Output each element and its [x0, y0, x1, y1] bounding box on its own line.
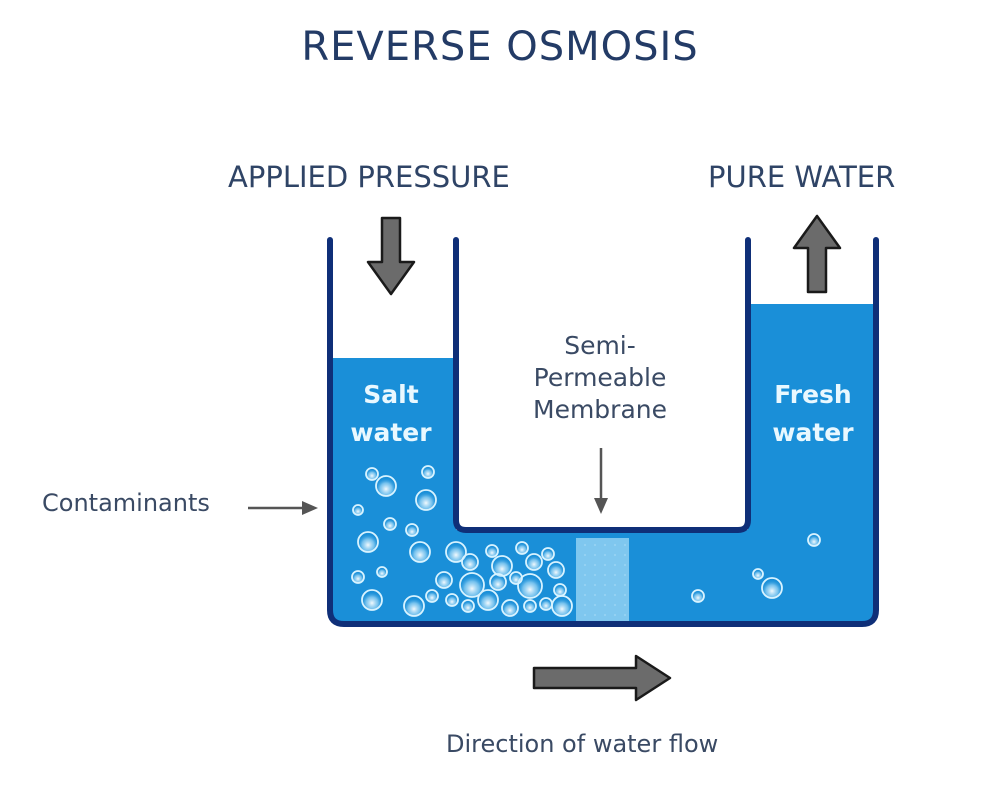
bubble: [547, 561, 565, 579]
membrane-label: Semi- Permeable Membrane: [510, 330, 690, 426]
bubble: [409, 541, 431, 563]
fresh-water-label-line2: water: [772, 418, 854, 447]
bubble: [691, 589, 705, 603]
bubble: [352, 504, 364, 516]
bubble: [459, 572, 485, 598]
bubble: [807, 533, 821, 547]
fresh-water-label-line1: Fresh: [774, 380, 852, 409]
bubble: [553, 583, 567, 597]
bubble: [405, 523, 419, 537]
fresh-water-label: Fresh water: [752, 376, 874, 452]
bubble: [491, 555, 513, 577]
bubble: [509, 571, 523, 585]
membrane-label-line2: Permeable: [533, 363, 667, 392]
contaminants-label: Contaminants: [42, 489, 210, 517]
semi-permeable-membrane: [576, 538, 629, 622]
bubble: [461, 599, 475, 613]
bubble: [421, 465, 435, 479]
water-flow-arrow-icon: [532, 654, 672, 702]
applied-pressure-arrow-icon: [366, 216, 416, 296]
contaminants-pointer-arrowhead-icon: [302, 501, 318, 515]
bubble: [425, 589, 439, 603]
bubble: [515, 541, 529, 555]
bubble: [501, 599, 519, 617]
bubble: [361, 589, 383, 611]
bubble: [752, 568, 764, 580]
water-flow-label: Direction of water flow: [446, 730, 719, 758]
pure-water-label: PURE WATER: [708, 160, 896, 194]
bubble: [376, 566, 388, 578]
bubble: [403, 595, 425, 617]
bubble: [383, 517, 397, 531]
vessel-wall: [327, 237, 879, 627]
pure-water-arrow-icon: [792, 214, 842, 294]
bubble: [445, 593, 459, 607]
bubble: [523, 599, 537, 613]
bubble: [485, 544, 499, 558]
salt-water-label-line2: water: [350, 418, 432, 447]
salt-water-label: Salt water: [330, 376, 452, 452]
membrane-label-line1: Semi-: [564, 331, 636, 360]
salt-water-label-line1: Salt: [363, 380, 419, 409]
bubble: [445, 541, 467, 563]
bubble: [365, 467, 379, 481]
bubble: [435, 571, 453, 589]
applied-pressure-label: APPLIED PRESSURE: [228, 160, 510, 194]
bubble: [415, 489, 437, 511]
bubble: [539, 597, 553, 611]
bubble: [525, 553, 543, 571]
bubble: [761, 577, 783, 599]
diagram-title: REVERSE OSMOSIS: [301, 24, 699, 70]
bubble: [551, 595, 573, 617]
bubble: [517, 573, 543, 599]
water-body: [330, 304, 876, 624]
bubble: [461, 553, 479, 571]
vessel-inner-wall: [453, 237, 751, 533]
bubble: [357, 531, 379, 553]
bubble: [375, 475, 397, 497]
bubble: [489, 573, 507, 591]
membrane-label-line3: Membrane: [533, 395, 667, 424]
bubble: [541, 547, 555, 561]
contaminant-bubbles: [351, 465, 821, 617]
membrane-pointer-arrowhead-icon: [594, 498, 608, 514]
bubble: [351, 570, 365, 584]
bubble: [477, 589, 499, 611]
